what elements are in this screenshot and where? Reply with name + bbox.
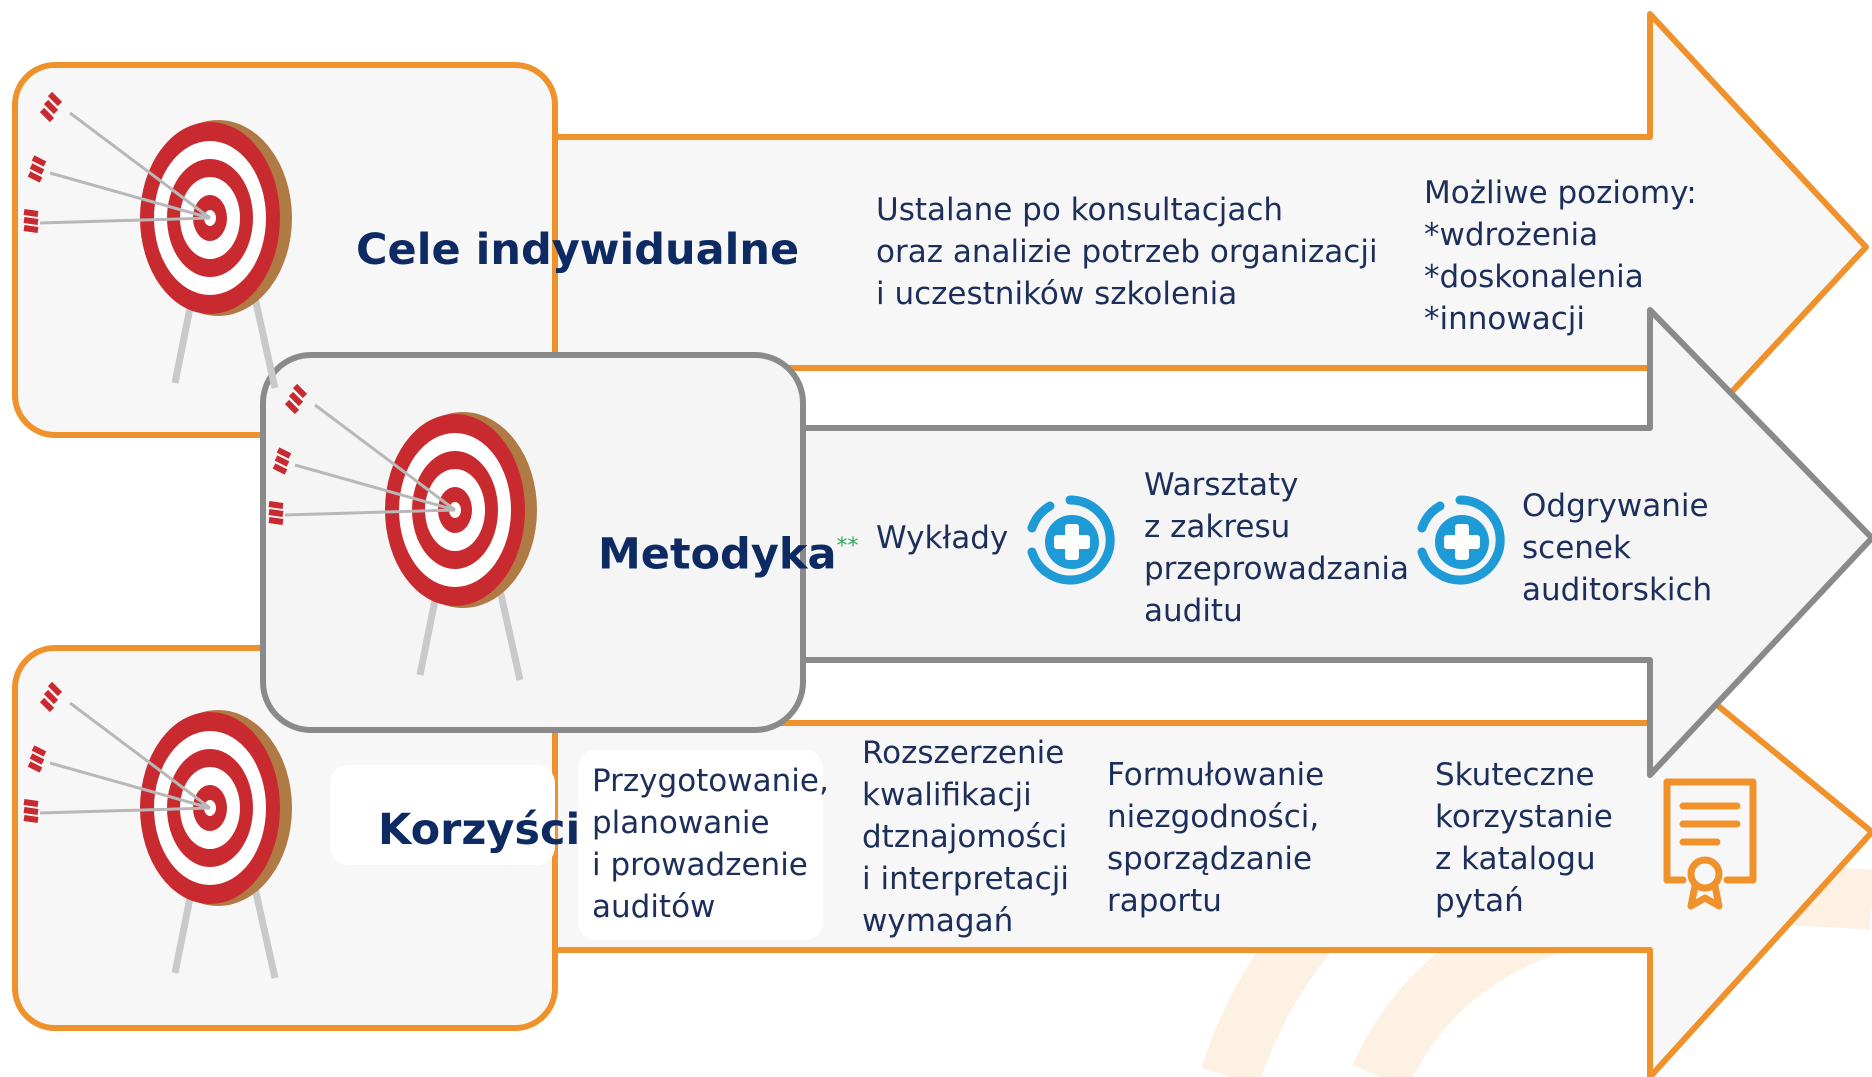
- korzysci-item-line: niezgodności,: [1107, 799, 1320, 835]
- korzysci-item-formulowanie: Formułowanie niezgodności, sporządzanie …: [1107, 754, 1324, 922]
- cele-description: Ustalane po konsultacjach oraz analizie …: [876, 189, 1378, 315]
- metodyka-item-line: przeprowadzania: [1144, 551, 1410, 587]
- korzysci-item-line: sporządzanie: [1107, 841, 1313, 877]
- korzysci-item-line: wymagań: [862, 903, 1014, 939]
- korzysci-item-line: Rozszerzenie: [862, 735, 1065, 771]
- metodyka-title: Metodyka**: [598, 522, 858, 579]
- cele-description-line: Ustalane po konsultacjach: [876, 192, 1284, 228]
- korzysci-item-line: korzystanie: [1435, 799, 1613, 835]
- korzysci-item-line: dtznajomości: [862, 819, 1068, 855]
- metodyka-item-line: Odgrywanie: [1522, 488, 1709, 524]
- metodyka-title-text: Metodyka: [598, 529, 837, 580]
- korzysci-title-panel: [330, 765, 555, 865]
- korzysci-item-line: kwalifikacji: [862, 777, 1032, 813]
- korzysci-item-line: Przygotowanie,: [592, 763, 829, 799]
- metodyka-item-line: scenek: [1522, 530, 1631, 566]
- metodyka-item-line: Warsztaty: [1144, 467, 1299, 503]
- cele-levels-line: *wdrożenia: [1424, 217, 1599, 253]
- metodyka-arrow: [797, 307, 1872, 778]
- korzysci-item-panel: [578, 750, 823, 940]
- korzysci-item-line: i prowadzenie: [592, 847, 808, 883]
- korzysci-item-line: raportu: [1107, 883, 1222, 919]
- metodyka-box: [260, 352, 806, 733]
- cele-title: Cele indywidualne: [356, 225, 800, 275]
- korzysci-item-line: planowanie: [592, 805, 770, 841]
- korzysci-item-line: Skuteczne: [1435, 757, 1595, 793]
- metodyka-item-line: auditorskich: [1522, 572, 1713, 608]
- korzysci-item-line: Formułowanie: [1107, 757, 1325, 793]
- korzysci-item-line: pytań: [1435, 883, 1524, 919]
- metodyka-item-line: auditu: [1144, 593, 1243, 629]
- korzysci-item-przygotowanie: Przygotowanie, planowanie i prowadzenie …: [592, 760, 829, 928]
- cele-levels-line: *innowacji: [1424, 301, 1585, 337]
- korzysci-item-rozszerzenie: Rozszerzenie kwalifikacji dtznajomości i…: [862, 732, 1069, 942]
- cele-description-line: oraz analizie potrzeb organizacji: [876, 234, 1378, 270]
- cele-levels: Możliwe poziomy: *wdrożenia *doskonaleni…: [1424, 172, 1697, 340]
- metodyka-item-warsztaty: Warsztaty z zakresu przeprowadzania audi…: [1144, 464, 1409, 632]
- korzysci-item-line: auditów: [592, 889, 716, 925]
- korzysci-item-line: z katalogu: [1435, 841, 1596, 877]
- korzysci-item-skuteczne: Skuteczne korzystanie z katalogu pytań: [1435, 754, 1613, 922]
- metodyka-item-line: z zakresu: [1144, 509, 1291, 545]
- cele-levels-line: *doskonalenia: [1424, 259, 1644, 295]
- cele-levels-line: Możliwe poziomy:: [1424, 175, 1697, 211]
- metodyka-marker: **: [836, 534, 859, 559]
- metodyka-item-wyklady: Wykłady: [876, 517, 1008, 559]
- cele-description-line: i uczestników szkolenia: [876, 276, 1238, 312]
- korzysci-title: Korzyści: [378, 805, 581, 855]
- metodyka-item-odgrywanie: Odgrywanie scenek auditorskich: [1522, 485, 1712, 611]
- korzysci-item-line: i interpretacji: [862, 861, 1069, 897]
- certificate-icon: [1663, 778, 1757, 910]
- metodyka-item-line: Wykłady: [876, 520, 1009, 556]
